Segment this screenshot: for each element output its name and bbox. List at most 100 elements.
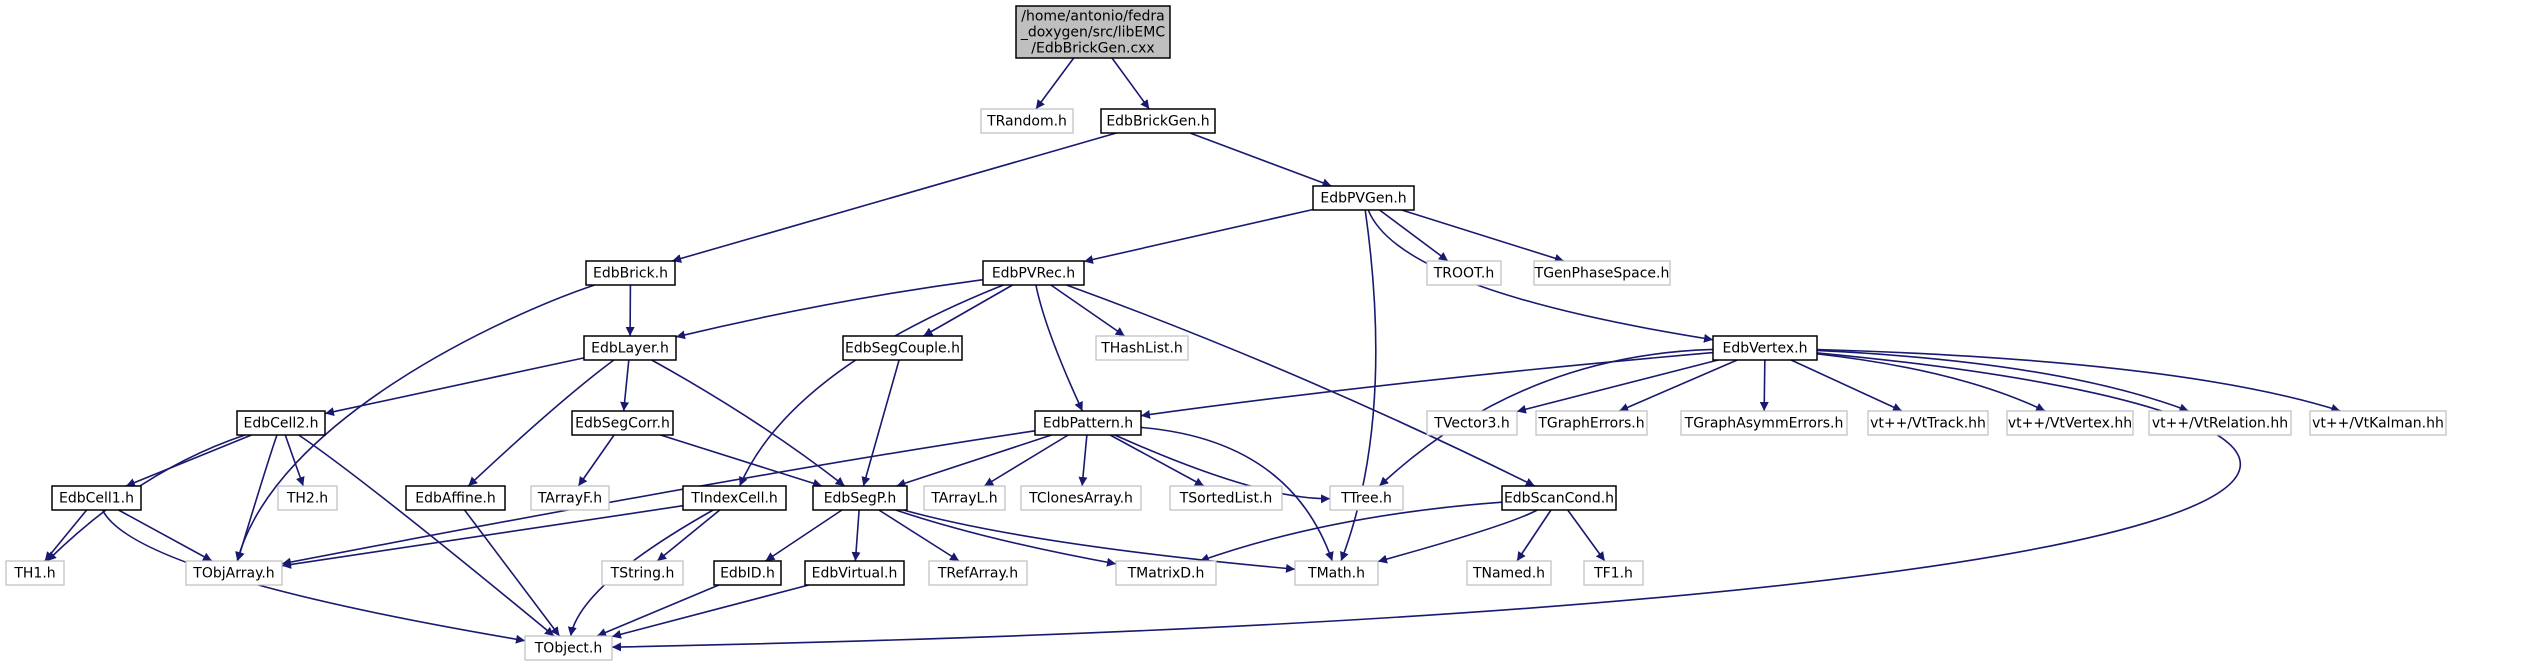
edge-edbpattern-to-tmath [1140,426,1334,562]
node-th1: TH1.h [5,560,65,586]
node-edbid[interactable]: EdbID.h [713,560,782,586]
node-box [277,485,338,511]
edge-edbcell2-to-th1 [46,434,246,562]
node-label: vt++/VtKalman.hh [2312,416,2444,432]
node-tarrayl: TArrayL.h [923,485,1006,511]
node-edbscancond[interactable]: EdbScanCond.h [1501,485,1617,511]
node-box [804,560,905,586]
node-thashlist: THashList.h [1095,335,1189,361]
node-label: TVector3.h [1433,416,1509,432]
node-layer: /home/antonio/fedra_doxygen/src/libEMC/E… [5,5,2447,661]
node-box [1115,560,1217,586]
node-root[interactable]: /home/antonio/fedra_doxygen/src/libEMC/E… [1015,5,1171,59]
edge-root-to-edbbrickgen [1111,57,1150,110]
edge-edbsegp-to-tmath [903,509,1296,573]
node-edbcell2[interactable]: EdbCell2.h [236,410,326,436]
node-label: EdbPattern.h [1043,416,1133,432]
edge-edbvertex-to-tvector3 [1516,359,1719,414]
node-th2: TH2.h [277,485,338,511]
node-box [2006,410,2134,436]
node-tgrapherrors: TGraphErrors.h [1535,410,1648,436]
node-edbpvgen[interactable]: EdbPVGen.h [1312,185,1415,211]
node-label: vt++/VtRelation.hh [2152,416,2288,432]
node-tf1: TF1.h [1583,560,1644,586]
node-edbvirtual[interactable]: EdbVirtual.h [804,560,905,586]
edge-edbcell2-to-edbcell1 [125,434,252,487]
edge-edbpattern-to-edbsegp [896,434,1052,488]
node-label: TROOT.h [1433,266,1495,282]
node-label: vt++/VtTrack.hh [1870,416,1986,432]
node-tindexcell[interactable]: TIndexCell.h [682,485,787,511]
node-box [51,485,142,511]
node-tmatrixd: TMatrixD.h [1115,560,1217,586]
node-label: EdbBrick.h [593,266,668,282]
node-tclonesarray: TClonesArray.h [1020,485,1142,511]
node-edbsegcouple[interactable]: EdbSegCouple.h [842,335,963,361]
edge-edbpattern-to-tobjarray [281,430,1036,567]
node-label: EdbVirtual.h [812,566,898,582]
node-box [583,335,677,361]
edge-edbpvrec-to-edblayer [675,278,984,340]
node-label: vt++/VtVertex.hh [2008,416,2132,432]
node-label: TMatrixD.h [1127,566,1205,582]
node-edbbrick[interactable]: EdbBrick.h [585,260,676,286]
edge-edbsegcorr-to-edbsegp [660,434,823,488]
node-edbvertex[interactable]: EdbVertex.h [1712,335,1818,361]
edge-layer [44,57,2341,652]
node-edbbrickgen[interactable]: EdbBrickGen.h [1100,108,1216,134]
node-edbsegcorr[interactable]: EdbSegCorr.h [571,410,674,436]
node-edbsegp[interactable]: EdbSegP.h [812,485,908,511]
node-edbaffine[interactable]: EdbAffine.h [405,485,506,511]
edge-edbscancond-to-tnamed [1516,509,1552,562]
node-label: EdbLayer.h [591,341,669,357]
edge-edbvirtual-to-tobject [611,584,809,639]
node-box [1015,5,1171,59]
edge-edbpvrec-to-thashlist [1050,284,1126,337]
node-edbpattern[interactable]: EdbPattern.h [1034,410,1142,436]
node-label: TGraphErrors.h [1537,416,1644,432]
edge-edbcell2-to-th2 [284,434,305,487]
node-tnamed: TNamed.h [1466,560,1552,586]
edge-edbsegp-to-edbid [765,509,843,562]
node-box [530,485,610,511]
node-box [524,635,613,661]
node-label: EdbSegCouple.h [845,341,960,357]
edge-tindexcell-to-tstring [656,509,721,562]
edge-edbcell1-to-th1 [44,509,88,562]
node-box [682,485,787,511]
edge-edbsegp-to-trefarray [878,509,960,562]
edge-edbvertex-to-tgrapherrors [1618,359,1738,412]
node-edbcell1[interactable]: EdbCell1.h [51,485,142,511]
node-tobject: TObject.h [524,635,613,661]
node-vtkalman: vt++/VtKalman.hh [2309,410,2447,436]
edge-edbvertex-to-tobject [611,352,2241,652]
node-label: EdbBrickGen.h [1106,114,1209,130]
edge-edblayer-to-edbcell2 [324,357,585,417]
node-box [923,485,1006,511]
node-label: TIndexCell.h [690,491,778,507]
node-troot: TROOT.h [1426,260,1502,286]
node-box [185,560,283,586]
node-label: EdbID.h [720,566,775,582]
edge-edblayer-to-edbsegp [651,359,846,487]
edge-edbvertex-to-edbpattern [1140,351,1714,419]
edge-edbsegcorr-to-tarrayf [577,434,615,487]
node-box [713,560,782,586]
node-box [1466,560,1552,586]
node-tobjarray: TObjArray.h [185,560,283,586]
node-box [1100,108,1216,134]
edge-edbbrickgen-to-edbbrick [671,132,1117,263]
node-box [2309,410,2447,436]
edge-edbvertex-to-vttrack [1790,359,1903,412]
node-edbpvrec[interactable]: EdbPVRec.h [982,260,1085,286]
node-label: EdbCell2.h [243,416,318,432]
node-label: TGraphAsymmErrors.h [1684,416,1844,432]
node-label: TH2.h [286,491,328,507]
node-label: /EdbBrickGen.cxx [1031,41,1154,57]
edge-edbpvrec-to-edbpattern [1035,284,1084,412]
node-edblayer[interactable]: EdbLayer.h [583,335,677,361]
edge-edbpattern-to-tclonesarray [1078,434,1088,487]
node-label: TMath.h [1307,566,1365,582]
node-label: TObject.h [534,641,602,657]
node-box [405,485,506,511]
